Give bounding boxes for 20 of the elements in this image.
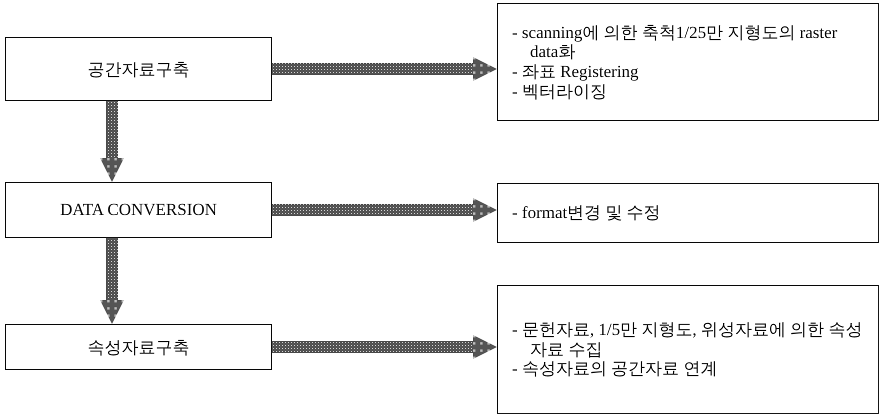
block-arrow	[100, 101, 124, 182]
process-box	[5, 37, 272, 101]
bullet-text: - 속성자료의 공간자료 연계	[512, 359, 718, 379]
step-label: 공간자료구축	[88, 58, 190, 80]
bullet-text: - scanning에 의한 축척1/25만 지형도의 raster data화	[512, 22, 838, 62]
block-arrow	[272, 198, 497, 222]
step-label: 속성자료구축	[88, 336, 190, 358]
bullet-text: - 좌표 Registering	[512, 62, 640, 82]
block-arrow	[100, 238, 124, 324]
bullet-text: - 문헌자료, 1/5만 지형도, 위성자료에 의한 속성자료 수집	[512, 320, 864, 360]
process-box	[497, 183, 879, 243]
process-box	[5, 182, 272, 238]
process-box	[497, 3, 879, 121]
bullet-text: - 벡터라이징	[512, 82, 608, 102]
process-box	[5, 324, 272, 370]
step-label: DATA CONVERSION	[60, 200, 217, 220]
bullet-text: - format변경 및 수정	[512, 203, 662, 223]
process-box	[497, 285, 879, 414]
block-arrow	[272, 57, 497, 81]
block-arrow	[272, 335, 497, 359]
